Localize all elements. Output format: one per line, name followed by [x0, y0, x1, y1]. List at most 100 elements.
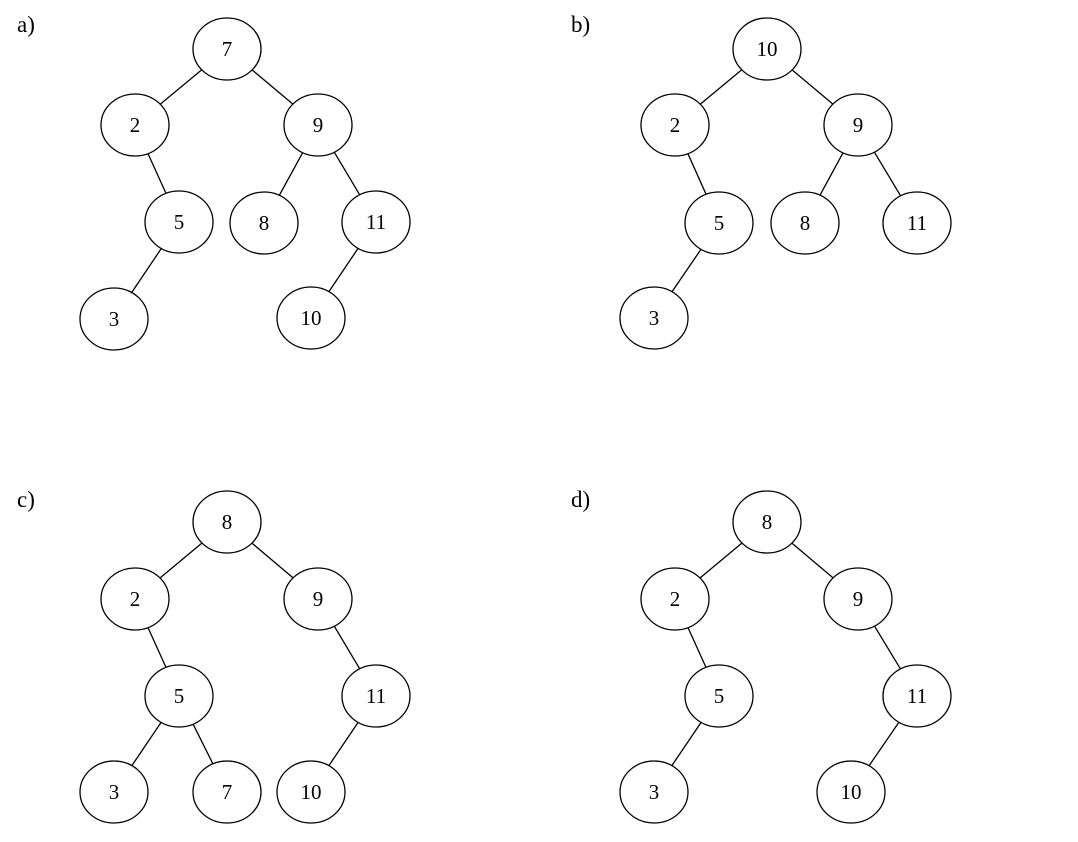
- tree-edge: [873, 625, 902, 670]
- tree-node-circle: [640, 93, 710, 157]
- tree-node: 8: [229, 191, 299, 255]
- tree-node: 3: [79, 760, 149, 824]
- tree-edge: [328, 248, 359, 292]
- tree-node-circle: [770, 191, 840, 255]
- tree-node: 8: [770, 191, 840, 255]
- tree-node-circle: [882, 664, 952, 728]
- tree-edge: [278, 152, 304, 196]
- tree-node: 10: [276, 760, 346, 824]
- tree-node: 7: [192, 17, 262, 81]
- tree-node: 5: [144, 190, 214, 254]
- tree-node-value: 3: [109, 307, 120, 331]
- tree-node-circle: [283, 93, 353, 157]
- tree-edge: [147, 627, 167, 668]
- tree-edge: [159, 542, 203, 579]
- tree-node: 2: [100, 93, 170, 157]
- panel-label: a): [17, 12, 35, 37]
- tree-edge: [147, 153, 167, 194]
- tree-node: 5: [684, 664, 754, 728]
- tree-node-value: 2: [130, 587, 141, 611]
- tree-panel-a: a) 7 2 9 5 8 11 3 10: [17, 12, 411, 351]
- tree-node: 5: [144, 664, 214, 728]
- tree-node-circle: [732, 17, 802, 81]
- tree-node: 8: [732, 490, 802, 554]
- tree-node-value: 3: [109, 780, 120, 804]
- tree-node-value: 5: [174, 210, 185, 234]
- tree-edge: [251, 542, 294, 579]
- tree-node-value: 2: [130, 113, 141, 137]
- tree-edge: [671, 722, 702, 766]
- tree-node-value: 10: [841, 780, 862, 804]
- tree-node: 9: [823, 567, 893, 631]
- panel-label: d): [571, 487, 590, 512]
- tree-node-value: 10: [757, 37, 778, 61]
- tree-edge: [671, 248, 702, 293]
- tree-node-value: 9: [853, 587, 864, 611]
- tree-node-circle: [684, 191, 754, 255]
- tree-node-circle: [79, 760, 149, 824]
- tree-edge: [873, 151, 902, 197]
- tree-node-circle: [341, 664, 411, 728]
- tree-node-circle: [684, 664, 754, 728]
- tree-node-value: 11: [366, 684, 386, 708]
- tree-node-value: 10: [301, 780, 322, 804]
- tree-node-circle: [619, 286, 689, 350]
- tree-node: 2: [640, 93, 710, 157]
- tree-node: 11: [882, 191, 952, 255]
- tree-edge: [791, 69, 834, 105]
- tree-node: 3: [619, 760, 689, 824]
- tree-panel-b: b) 10 2 9 5 8 11 3: [571, 12, 952, 350]
- tree-edge: [687, 627, 707, 668]
- tree-node-value: 5: [174, 684, 185, 708]
- tree-node-value: 3: [649, 306, 660, 330]
- tree-node-value: 8: [259, 211, 270, 235]
- tree-node-value: 9: [313, 113, 324, 137]
- tree-node-value: 9: [853, 113, 864, 137]
- tree-node-value: 8: [762, 510, 773, 534]
- tree-node: 10: [732, 17, 802, 81]
- tree-edge: [333, 151, 361, 196]
- tree-node-circle: [619, 760, 689, 824]
- tree-node: 9: [823, 93, 893, 157]
- tree-node-circle: [823, 93, 893, 157]
- tree-node-circle: [192, 490, 262, 554]
- tree-edge: [791, 542, 834, 579]
- tree-node-circle: [229, 191, 299, 255]
- tree-node: 10: [816, 760, 886, 824]
- tree-node-circle: [144, 190, 214, 254]
- tree-node-circle: [283, 567, 353, 631]
- tree-edge: [333, 625, 361, 670]
- tree-edge: [699, 542, 743, 579]
- tree-node-circle: [276, 286, 346, 350]
- tree-node-value: 9: [313, 587, 324, 611]
- tree-node-circle: [341, 190, 411, 254]
- tree-node-circle: [640, 567, 710, 631]
- tree-node-circle: [79, 287, 149, 351]
- panel-label: b): [571, 12, 590, 37]
- tree-node-circle: [882, 191, 952, 255]
- tree-node-value: 11: [907, 211, 927, 235]
- tree-edge: [159, 69, 203, 105]
- tree-node-circle: [192, 760, 262, 824]
- tree-node-circle: [276, 760, 346, 824]
- panel-label: c): [17, 487, 35, 512]
- tree-node: 11: [341, 190, 411, 254]
- tree-edge: [192, 723, 214, 765]
- tree-node: 2: [640, 567, 710, 631]
- tree-edge: [251, 69, 294, 105]
- tree-node: 5: [684, 191, 754, 255]
- tree-edge: [131, 722, 162, 766]
- tree-node-value: 3: [649, 780, 660, 804]
- tree-edge: [328, 722, 359, 766]
- tree-node-value: 5: [714, 211, 725, 235]
- tree-node-circle: [732, 490, 802, 554]
- tree-edge: [819, 152, 844, 196]
- tree-node: 2: [100, 567, 170, 631]
- tree-node-value: 5: [714, 684, 725, 708]
- tree-edge: [687, 153, 707, 195]
- tree-node: 8: [192, 490, 262, 554]
- tree-node: 10: [276, 286, 346, 350]
